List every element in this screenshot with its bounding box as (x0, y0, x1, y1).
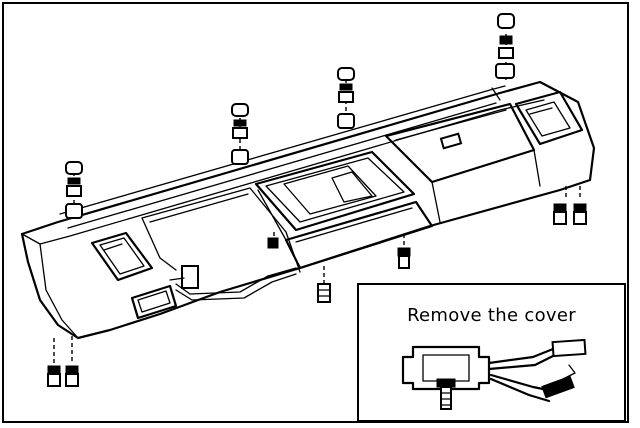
fastener-2 (231, 103, 249, 165)
fastener-1 (65, 161, 83, 219)
bolt-center-1 (267, 232, 279, 249)
outer-frame (2, 2, 629, 423)
fastener-3 (337, 67, 355, 129)
center-console (254, 150, 434, 270)
lower-left-vent (130, 284, 178, 320)
bolt-center-3 (397, 234, 411, 269)
left-vent (90, 231, 154, 282)
right-vent (514, 90, 584, 146)
wire-harness (169, 265, 297, 301)
cover-removal-drawing (401, 338, 587, 410)
meter-opening (141, 187, 301, 273)
bolts-left (47, 336, 79, 387)
inset-caption: Remove the cover (407, 305, 576, 326)
fastener-4 (495, 13, 515, 80)
right-panel (384, 102, 541, 223)
detail-inset: Remove the cover (357, 283, 626, 422)
bolts-right (553, 186, 587, 225)
bolt-center-2 (317, 266, 331, 303)
